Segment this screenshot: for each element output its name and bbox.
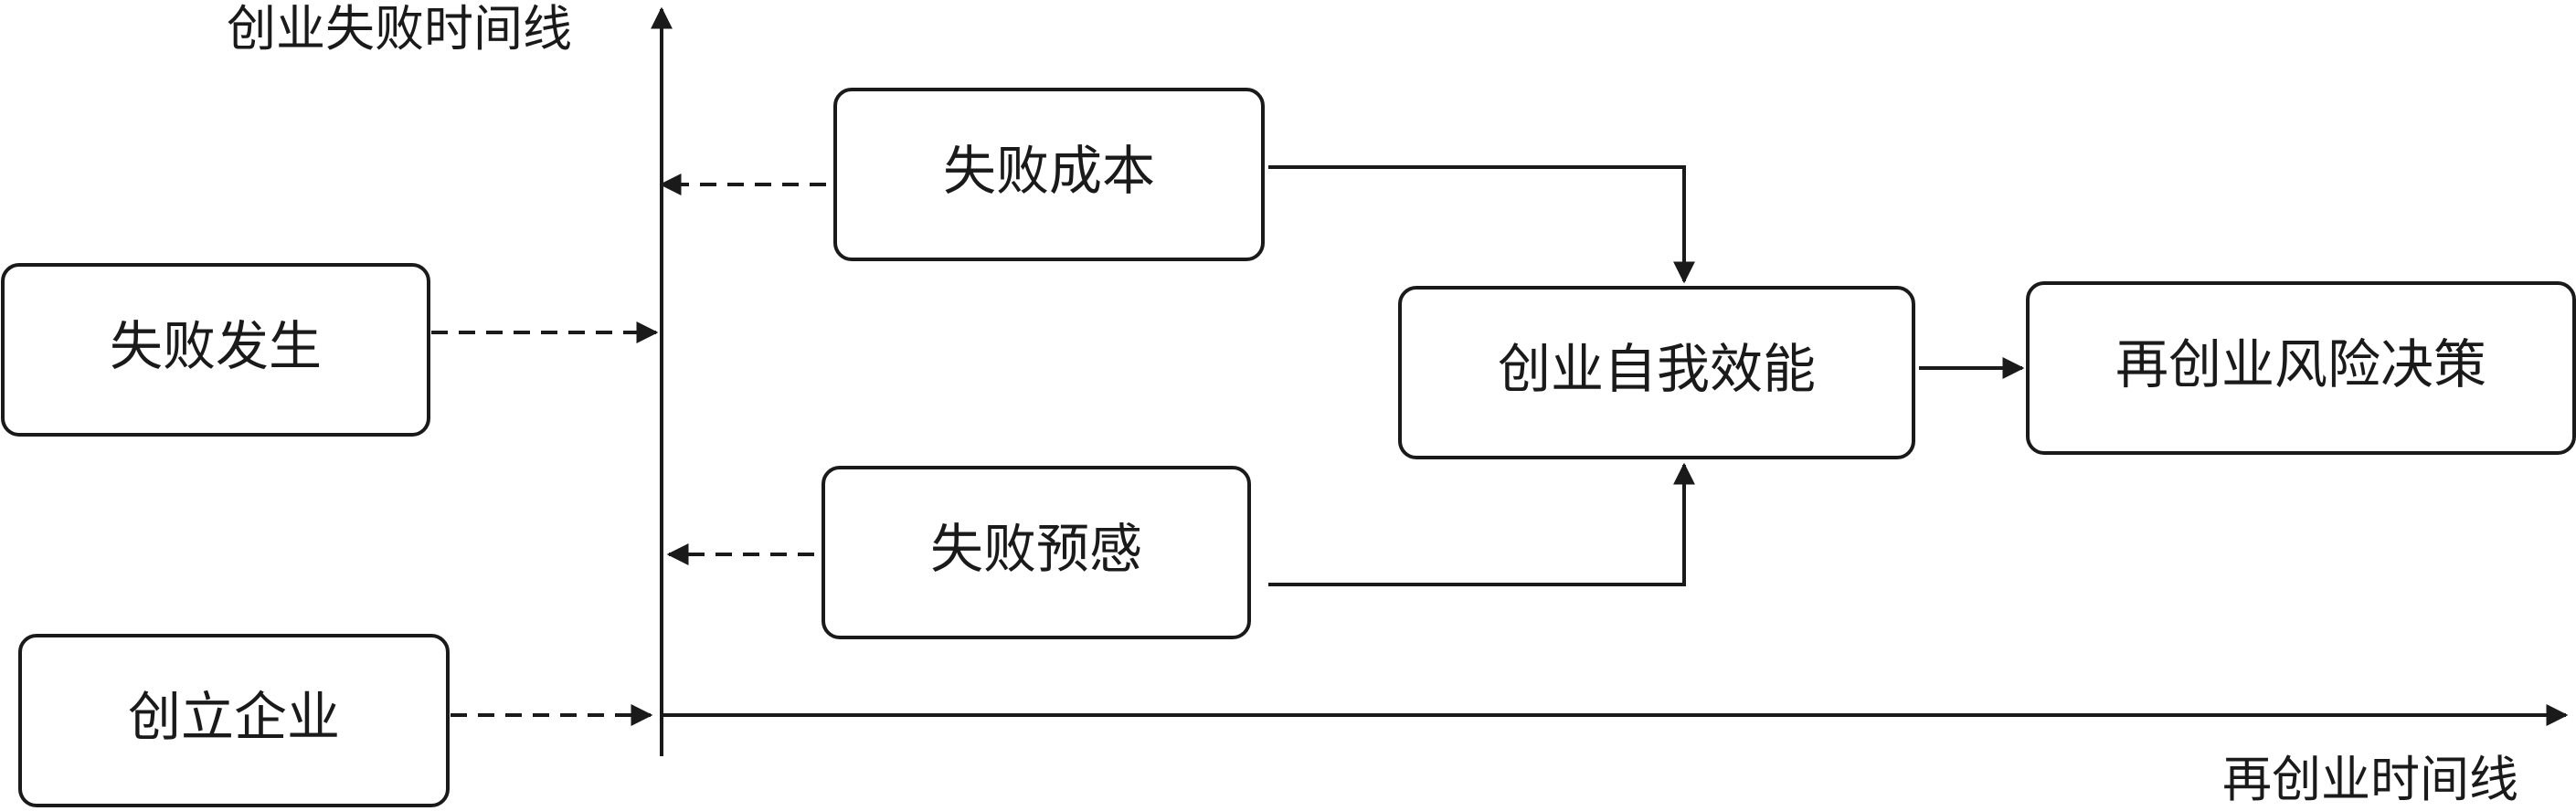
x-axis-label: 再创业时间线: [2222, 751, 2518, 808]
node-self-efficacy: 创业自我效能: [1398, 286, 1915, 459]
node-risk-decision: 再创业风险决策: [2026, 281, 2576, 455]
node-found-company-label: 创立企业: [128, 686, 340, 748]
node-failure-occurs-label: 失败发生: [110, 315, 322, 377]
node-failure-occurs: 失败发生: [1, 263, 430, 437]
node-risk-decision-label: 再创业风险决策: [2115, 333, 2486, 395]
arrow-premonition-to-efficacy: [1268, 462, 1695, 586]
node-failure-premonition-label: 失败预感: [930, 518, 1142, 580]
arrow-cost-to-efficacy: [1268, 165, 1695, 284]
node-failure-premonition: 失败预感: [822, 466, 1251, 639]
node-found-company: 创立企业: [18, 634, 450, 807]
y-axis-label: 创业失败时间线: [227, 0, 572, 58]
node-failure-cost-label: 失败成本: [943, 140, 1155, 202]
node-self-efficacy-label: 创业自我效能: [1498, 338, 1816, 400]
node-failure-cost: 失败成本: [833, 88, 1265, 261]
